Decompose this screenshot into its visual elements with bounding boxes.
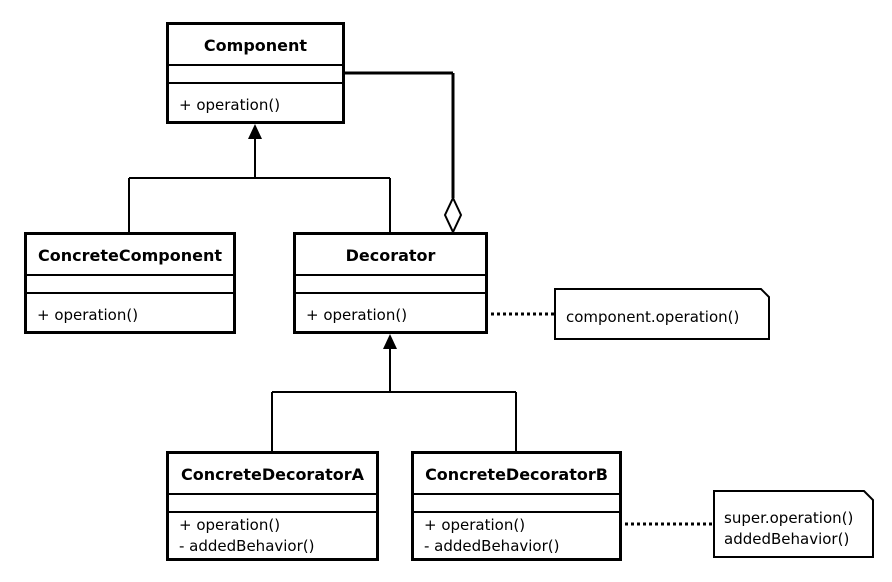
class-component-attributes [169, 64, 342, 66]
class-component: Component + operation() [166, 22, 345, 124]
note-decorator-line-1: component.operation() [566, 308, 740, 326]
class-concrete-decorator-b-name: ConcreteDecoratorB [425, 465, 608, 484]
class-concrete-decorator-a-op-2: - addedBehavior() [179, 537, 315, 555]
class-concrete-decorator-a: ConcreteDecoratorA + operation() - added… [166, 451, 379, 561]
class-concrete-decorator-b-attributes [414, 493, 619, 495]
class-concrete-component-operations [27, 292, 233, 294]
note-decorator-b-line-2: addedBehavior() [724, 530, 850, 548]
class-concrete-decorator-b-op-1: + operation() [424, 516, 526, 534]
class-concrete-component-name: ConcreteComponent [38, 246, 222, 265]
class-component-name: Component [203, 36, 308, 55]
inheritance-arrowhead-component [248, 124, 262, 139]
inheritance-arrowhead-decorator [383, 334, 397, 349]
class-decorator: Decorator + operation() [293, 232, 488, 334]
class-concrete-component: ConcreteComponent + operation() [24, 232, 236, 334]
class-concrete-decorator-a-name: ConcreteDecoratorA [180, 465, 365, 484]
class-component-operations [169, 82, 342, 84]
class-concrete-component-attributes [27, 274, 233, 276]
class-concrete-decorator-b-op-2: - addedBehavior() [424, 537, 560, 555]
inheritance-to-decorator [271, 348, 517, 451]
class-component-op-1: + operation() [179, 96, 281, 114]
class-decorator-name: Decorator [345, 246, 436, 265]
class-concrete-decorator-a-operations [169, 511, 376, 513]
note-decorator-b-line-1: super.operation() [724, 509, 854, 527]
aggregation-line [345, 71, 455, 198]
class-concrete-decorator-b-operations [414, 511, 619, 513]
note-shape-decorator [554, 288, 770, 340]
class-concrete-component-op-1: + operation() [37, 306, 139, 324]
class-decorator-operations [296, 292, 485, 294]
class-concrete-decorator-a-attributes [169, 493, 376, 495]
class-decorator-op-1: + operation() [306, 306, 408, 324]
class-decorator-attributes [296, 274, 485, 276]
class-concrete-decorator-a-op-1: + operation() [179, 516, 281, 534]
aggregation-diamond [443, 195, 463, 235]
note-shape-decorator-b [713, 490, 874, 558]
class-concrete-decorator-b: ConcreteDecoratorB + operation() - added… [411, 451, 622, 561]
inheritance-to-component [128, 138, 391, 232]
